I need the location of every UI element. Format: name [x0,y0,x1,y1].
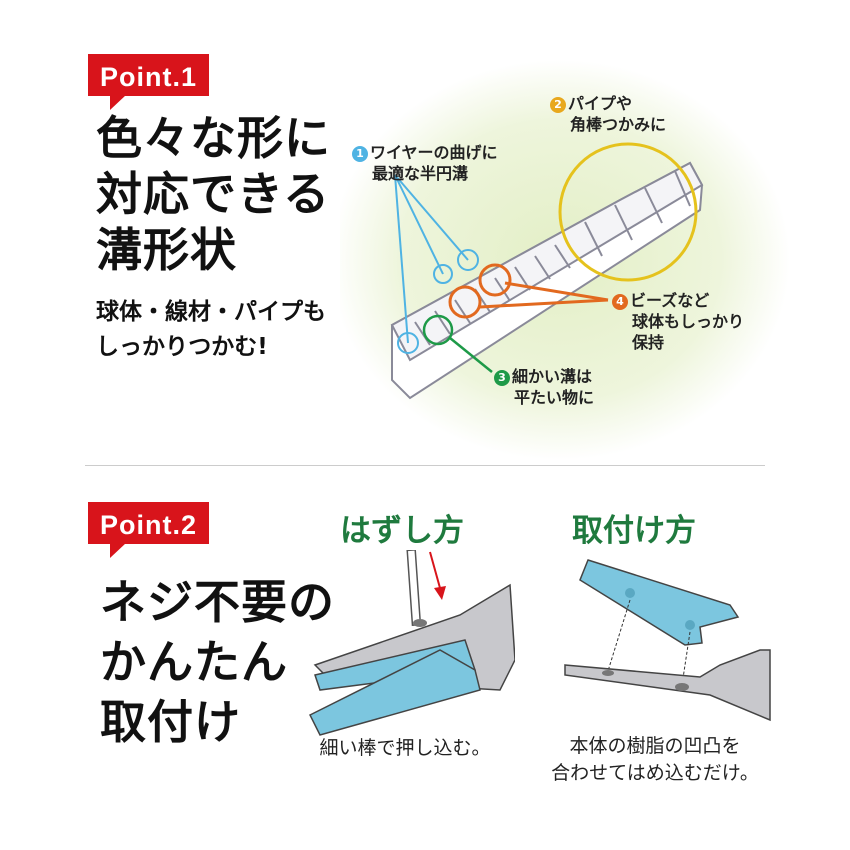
install-illustration [564,559,771,722]
point1-subtext: 球体・線材・パイプも しっかりつかむ! [96,295,326,365]
callout-text: 角棒つかみに [570,115,667,134]
callout-text: 細かい溝は [512,367,593,386]
number-badge: 1 [352,146,368,162]
callout-text: ビーズなど [630,291,710,310]
callout-text: 平たい物に [514,388,595,407]
number-badge: 2 [550,97,566,113]
callout-text: 球体もしっかり [632,312,745,331]
callout-text: 最適な半円溝 [372,164,469,183]
subtext-line: 球体・線材・パイプも [96,299,326,325]
heading-line: かんたん [100,635,288,689]
caption-line: 本体の樹脂の凹凸を [569,735,741,757]
number-badge: 4 [612,294,628,310]
point2-badge: Point.2 [88,502,210,558]
install-caption: 本体の樹脂の凹凸を 合わせてはめ込むだけ。 [520,733,790,787]
point1-badge: Point.1 [88,54,210,110]
subtext-line: しっかりつかむ! [96,334,268,360]
removal-title: はずし方 [340,513,464,549]
heading-line: 溝形状 [96,223,237,277]
point2-heading: ネジ不要の かんたん 取付け [100,572,335,752]
removal-caption: 細い棒で押し込む。 [319,737,491,759]
jaw-groove-illustration [340,60,790,460]
callout-text: ワイヤーの曲げに [370,143,498,162]
heading-line: 取付け [100,695,241,749]
section-divider [85,465,765,466]
callout-text: 保持 [632,333,665,352]
callout-text: パイプや [568,94,633,113]
heading-line: 色々な形に [96,111,331,165]
removal-illustration [308,550,515,736]
point1-heading: 色々な形に 対応できる 溝形状 [96,110,331,278]
heading-line: 対応できる [96,167,331,221]
install-title: 取付け方 [572,513,696,549]
number-badge: 3 [494,370,510,386]
heading-line: ネジ不要の [100,575,335,629]
caption-line: 合わせてはめ込むだけ。 [551,762,759,784]
